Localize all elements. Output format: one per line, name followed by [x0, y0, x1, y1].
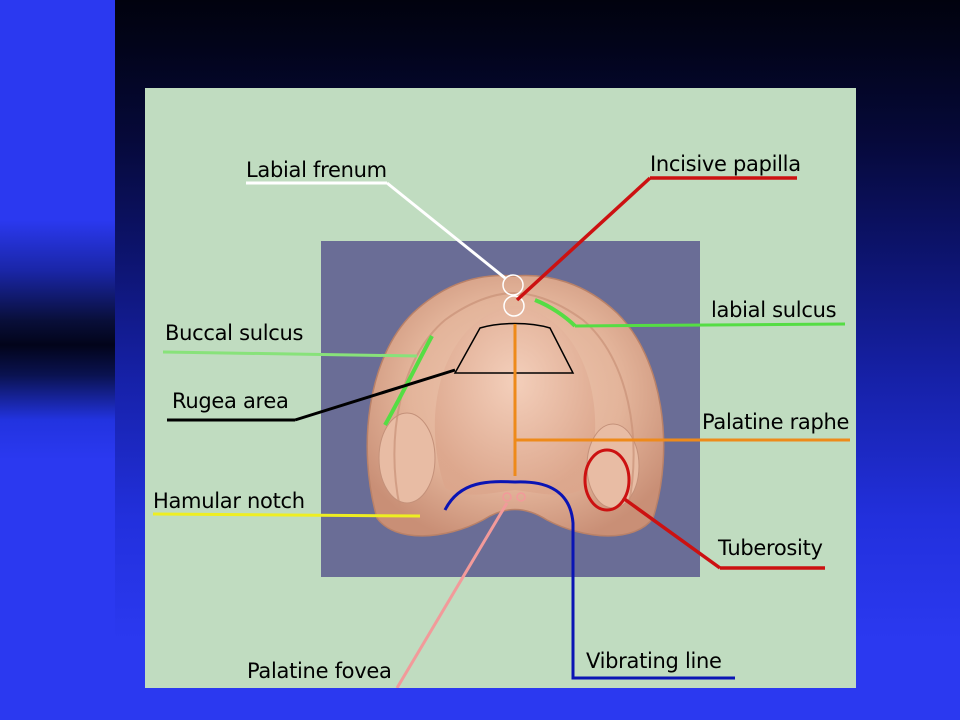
left-decorative-band — [0, 0, 115, 720]
tuberosity-marker — [583, 448, 631, 512]
incisive-papilla-marker — [503, 295, 525, 317]
rugea-area-leader — [294, 368, 456, 422]
label-rugea-area: Rugea area — [172, 389, 289, 413]
label-vibrating-line: Vibrating line — [586, 649, 722, 673]
incisive-papilla-leader — [515, 176, 652, 302]
rugea-area-outline — [453, 322, 575, 374]
maxillary-cast-diagram: Labial frenum Incisive papilla labial su… — [145, 88, 856, 688]
tuberosity-leader — [621, 496, 722, 570]
labial-frenum-marker — [502, 274, 524, 296]
label-labial-frenum: Labial frenum — [246, 158, 387, 182]
palatine-fovea-right — [516, 492, 526, 502]
labial-sulcus-mark — [534, 298, 577, 328]
palatine-fovea-leader — [395, 502, 509, 688]
label-incisive-papilla: Incisive papilla — [650, 152, 801, 176]
label-palatine-raphe: Palatine raphe — [702, 410, 849, 434]
palatine-fovea-left — [502, 492, 512, 502]
buccal-sulcus-leader — [162, 350, 418, 358]
vibrating-line-curve — [443, 480, 735, 680]
labial-frenum-leader — [386, 181, 506, 280]
left-tuberosity-bulge — [378, 412, 436, 504]
label-tuberosity: Tuberosity — [717, 536, 823, 560]
label-labial-sulcus: labial sulcus — [711, 298, 836, 322]
label-buccal-sulcus: Buccal sulcus — [165, 321, 303, 345]
label-palatine-fovea: Palatine fovea — [247, 659, 392, 683]
label-hamular-notch: Hamular notch — [153, 489, 305, 513]
buccal-sulcus-mark — [383, 335, 434, 426]
hamular-notch-leader — [152, 512, 421, 518]
labial-sulcus-leader — [574, 322, 846, 328]
